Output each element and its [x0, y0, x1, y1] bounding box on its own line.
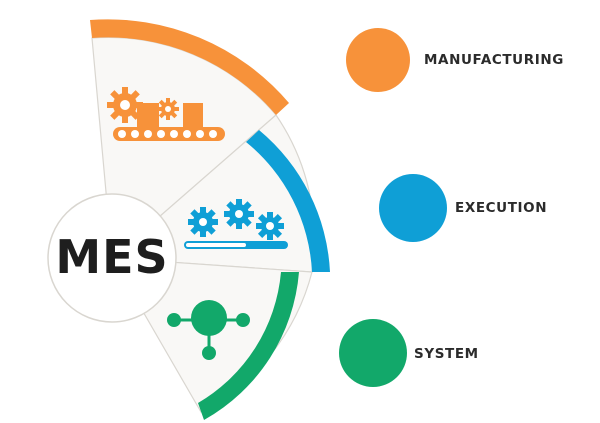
- system-band: [198, 272, 299, 420]
- conveyor-gears-icon: [107, 87, 225, 141]
- execution-legend-dot: [379, 174, 447, 242]
- system-legend-label: SYSTEM: [414, 346, 479, 362]
- manufacturing-band: [90, 19, 289, 116]
- gears-progress-icon: [184, 199, 288, 249]
- center-hub: [47, 193, 177, 323]
- manufacturing-legend-label: MANUFACTURING: [424, 52, 564, 68]
- network-nodes-icon: [167, 300, 250, 360]
- execution-legend-label: EXECUTION: [455, 200, 548, 216]
- center-label: MES: [55, 230, 169, 284]
- system-legend-dot: [339, 319, 407, 387]
- execution-band: [246, 130, 330, 272]
- manufacturing-legend-dot: [346, 28, 410, 92]
